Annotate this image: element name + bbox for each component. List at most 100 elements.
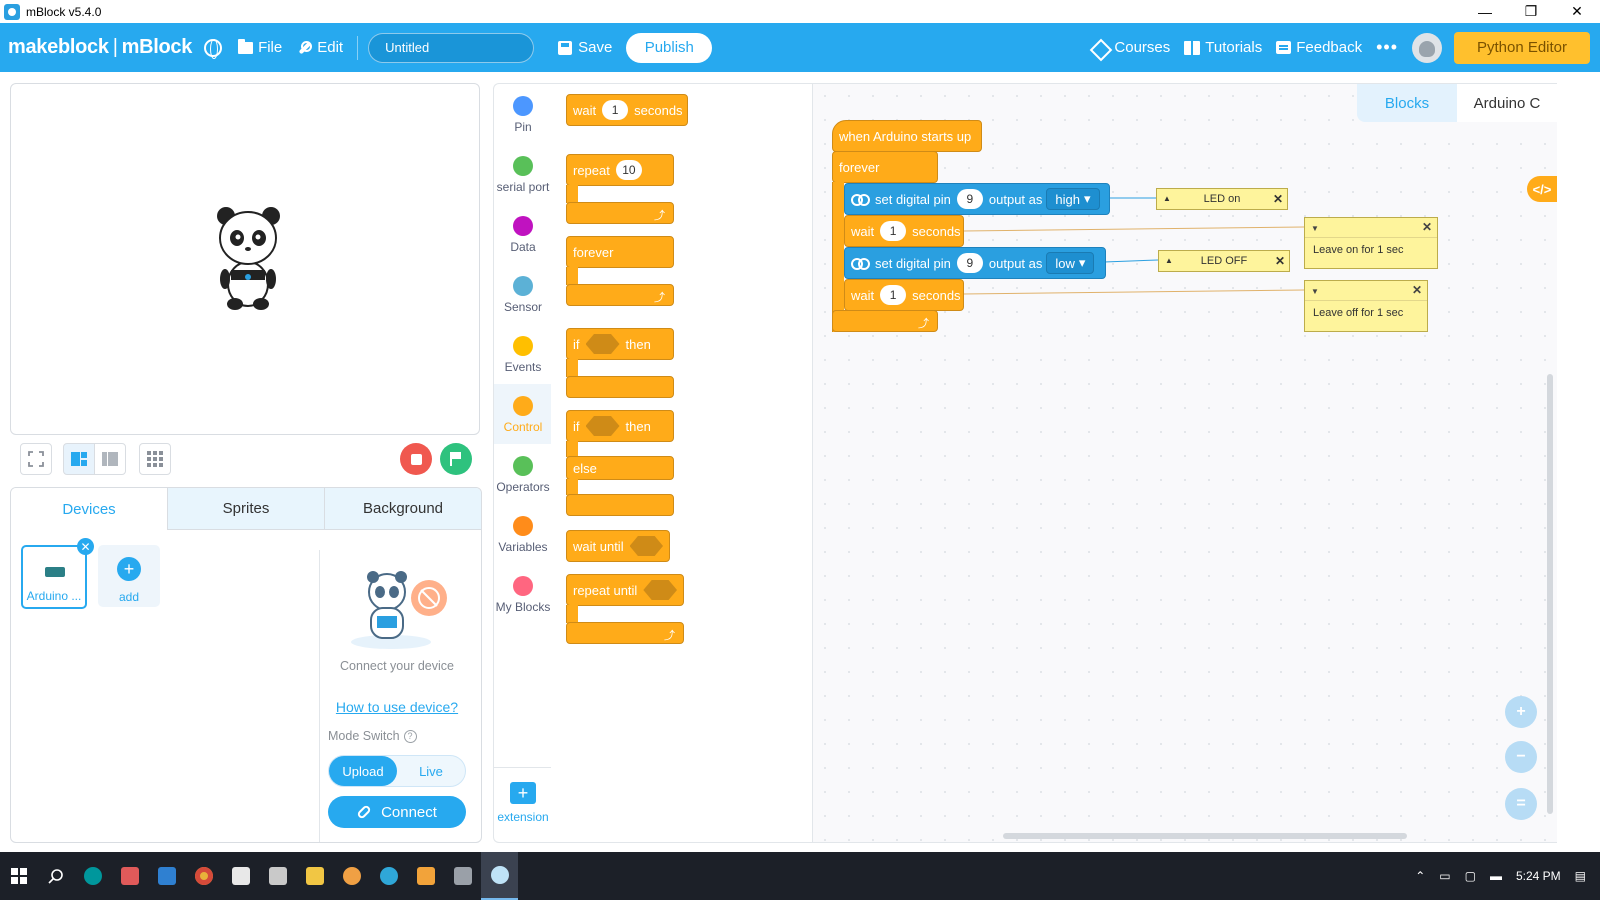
category-operators[interactable]: Operators (494, 444, 552, 504)
category-control[interactable]: Control (494, 384, 552, 444)
save-button[interactable]: Save (558, 39, 612, 56)
tab-blocks[interactable]: Blocks (1357, 84, 1457, 122)
condition-slot[interactable] (585, 334, 620, 354)
horizontal-scrollbar[interactable] (1003, 833, 1407, 839)
help-icon[interactable]: ? (403, 729, 417, 743)
tray-network-icon[interactable]: ▭ (1439, 869, 1451, 883)
zoom-in-button[interactable]: + (1505, 696, 1537, 728)
category-data[interactable]: Data (494, 204, 552, 264)
connect-button[interactable]: Connect (328, 796, 466, 828)
edit-menu-button[interactable]: Edit (298, 39, 343, 56)
taskbar-media-app[interactable] (407, 852, 444, 900)
more-menu-button[interactable]: ••• (1376, 37, 1398, 57)
publish-button[interactable]: Publish (626, 32, 713, 63)
wait-block-2[interactable]: wait 1 seconds (844, 279, 964, 311)
pin-level-dropdown[interactable]: low▾ (1046, 252, 1095, 274)
close-window-button[interactable]: ✕ (1571, 3, 1583, 19)
tab-background[interactable]: Background (324, 488, 481, 530)
taskbar-firefox-app[interactable] (333, 852, 370, 900)
notifications-icon[interactable]: ▤ (1574, 869, 1586, 883)
condition-slot[interactable] (629, 536, 663, 556)
courses-link[interactable]: Courses (1091, 39, 1170, 56)
restore-button[interactable]: ❐ (1524, 3, 1538, 19)
panda-sprite[interactable] (211, 204, 286, 314)
repeat-count-input[interactable]: 10 (615, 160, 642, 180)
wait-seconds-input[interactable]: 1 (880, 221, 907, 241)
tutorials-link[interactable]: Tutorials (1184, 39, 1262, 56)
comment-text[interactable]: Leave on for 1 sec (1313, 244, 1404, 256)
close-comment-icon[interactable]: ✕ (1421, 220, 1432, 234)
grid-view-button[interactable] (139, 443, 171, 475)
pin-number-input[interactable]: 9 (956, 189, 983, 209)
set-digital-pin-high-block[interactable]: set digital pin 9 output as high▾ (844, 183, 1110, 215)
comment-led-on[interactable]: ▲ LED on ✕ (1156, 188, 1288, 210)
taskbar-mail-app[interactable] (148, 852, 185, 900)
category-variables[interactable]: Variables (494, 504, 552, 564)
user-avatar[interactable] (1412, 32, 1442, 63)
pin-level-dropdown[interactable]: high▾ (1046, 188, 1100, 210)
tray-chevron-icon[interactable]: ⌃ (1415, 869, 1426, 883)
when-arduino-starts-block[interactable]: when Arduino starts up (832, 120, 982, 152)
comment-leave-on[interactable]: ▼ ✕ Leave on for 1 sec (1304, 217, 1438, 269)
taskbar-paint-app[interactable] (111, 852, 148, 900)
category-pin[interactable]: Pin (494, 84, 552, 144)
category-sensor[interactable]: Sensor (494, 264, 552, 324)
taskbar-store-app[interactable] (444, 852, 481, 900)
taskbar-mblock-app[interactable] (481, 852, 518, 900)
mode-upload-option[interactable]: Upload (329, 756, 397, 786)
category-my-blocks[interactable]: My Blocks (494, 564, 552, 624)
palette-wait-until-block[interactable]: wait until (566, 530, 670, 562)
large-stage-button[interactable] (63, 443, 95, 475)
comment-text[interactable]: Leave off for 1 sec (1313, 307, 1404, 319)
globe-icon[interactable] (204, 38, 223, 59)
add-device-button[interactable]: + add (98, 545, 160, 607)
expand-comment-icon[interactable]: ▲ (1165, 256, 1173, 265)
code-toggle-icon[interactable]: </> (1527, 176, 1557, 202)
project-name-input[interactable]: Untitled (368, 32, 535, 63)
category-serial-port[interactable]: serial port (494, 144, 552, 204)
comment-led-off[interactable]: ▲ LED OFF ✕ (1158, 250, 1290, 272)
how-to-use-link[interactable]: How to use device? (335, 699, 459, 715)
python-editor-button[interactable]: Python Editor (1454, 31, 1590, 64)
taskbar-acrobat-app[interactable] (222, 852, 259, 900)
close-comment-icon[interactable]: ✕ (1272, 192, 1283, 206)
stop-button[interactable] (400, 443, 432, 475)
mode-live-option[interactable]: Live (419, 763, 443, 779)
set-digital-pin-low-block[interactable]: set digital pin 9 output as low▾ (844, 247, 1106, 279)
taskbar-explorer-app[interactable] (296, 852, 333, 900)
condition-slot[interactable] (643, 580, 677, 600)
device-card-arduino[interactable]: Arduino ... (21, 545, 87, 609)
tray-battery-icon[interactable]: ▬ (1489, 869, 1502, 883)
feedback-link[interactable]: Feedback (1276, 39, 1362, 56)
condition-slot[interactable] (585, 416, 620, 436)
category-events[interactable]: Events (494, 324, 552, 384)
script-workspace[interactable]: Blocks Arduino C </> when Arduino starts… (813, 83, 1557, 843)
collapse-comment-icon[interactable]: ▼ (1311, 287, 1319, 296)
close-comment-icon[interactable]: ✕ (1274, 254, 1285, 268)
stage-canvas[interactable] (10, 83, 480, 435)
windows-start-button[interactable] (0, 852, 37, 900)
vertical-scrollbar[interactable] (1547, 374, 1553, 814)
wait-seconds-input[interactable]: 1 (880, 285, 907, 305)
extension-button[interactable]: + extension (494, 767, 552, 842)
wait-seconds-input[interactable]: 1 (602, 100, 629, 120)
taskbar-chrome-app[interactable] (185, 852, 222, 900)
expand-comment-icon[interactable]: ▲ (1163, 194, 1171, 203)
clock[interactable]: 5:24 PM (1515, 869, 1561, 883)
pin-number-input[interactable]: 9 (956, 253, 983, 273)
file-menu-button[interactable]: File (238, 38, 282, 56)
zoom-out-button[interactable]: − (1505, 741, 1537, 773)
close-comment-icon[interactable]: ✕ (1411, 283, 1422, 297)
small-stage-button[interactable] (94, 443, 126, 475)
palette-wait-block[interactable]: wait 1 seconds (566, 94, 688, 126)
taskbar-files-app[interactable] (259, 852, 296, 900)
zoom-reset-button[interactable]: = (1505, 788, 1537, 820)
tab-sprites[interactable]: Sprites (167, 488, 324, 530)
tray-display-icon[interactable]: ▢ (1464, 869, 1476, 883)
taskbar-edge-app[interactable] (370, 852, 407, 900)
green-flag-button[interactable] (440, 443, 472, 475)
wait-block-1[interactable]: wait 1 seconds (844, 215, 964, 247)
remove-device-button[interactable]: ✕ (77, 538, 94, 555)
fullscreen-button[interactable] (20, 443, 52, 475)
minimize-button[interactable]: — (1478, 3, 1492, 20)
